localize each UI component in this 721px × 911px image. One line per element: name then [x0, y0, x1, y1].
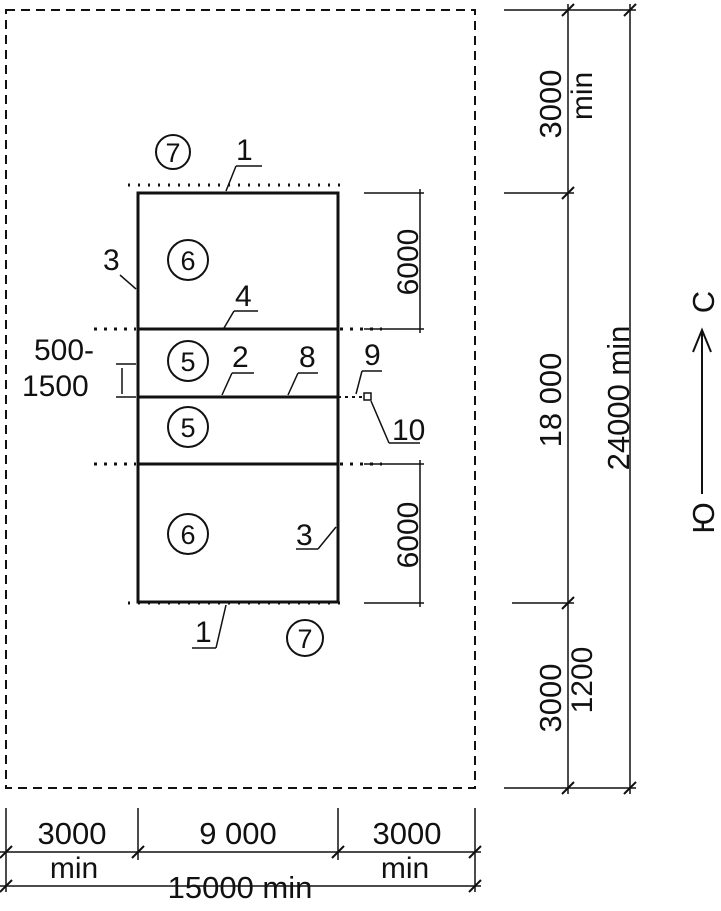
callout-9-leader	[355, 370, 363, 395]
bottom-tick-5	[0, 879, 13, 893]
callout-4-leader	[223, 310, 235, 329]
dim-right-top-min: min	[566, 72, 599, 120]
callout-1-top-leader	[225, 165, 237, 192]
callout-1-top: 1	[236, 134, 253, 167]
net-offset-label-a: 500-	[34, 334, 94, 367]
callout-3-right-leader	[317, 526, 337, 550]
dim-tick-4	[561, 781, 575, 795]
bottom-tick-3	[331, 845, 345, 859]
bottom-tick-1	[0, 845, 13, 859]
zone-5-label-bottom: 5	[180, 413, 195, 443]
callout-3-left-leader	[119, 274, 137, 290]
callout-3-left: 3	[103, 244, 120, 277]
zone-7-label-bottom: 7	[297, 624, 312, 654]
callout-3-right: 3	[296, 519, 313, 552]
free-zone-boundary	[5, 9, 476, 789]
zone-6-label-bottom: 6	[180, 520, 195, 550]
dim-right-bottom-text: 3000	[533, 664, 568, 733]
zone-6-label-top: 6	[180, 246, 195, 276]
dim-court-length-text: 18 000	[533, 353, 568, 448]
zone-upper-dim-text: 6000	[392, 229, 425, 296]
south-label: Ю	[686, 502, 721, 533]
bottom-left-min: min	[50, 852, 98, 885]
dim-tick-5	[623, 3, 637, 17]
callout-2: 2	[232, 341, 249, 374]
dim-tick-6	[623, 781, 637, 795]
callout-1-bottom: 1	[195, 616, 212, 649]
callout-10: 10	[392, 414, 425, 447]
callout-4: 4	[235, 280, 252, 313]
north-label: С	[686, 291, 721, 313]
bottom-tick-4	[468, 845, 482, 859]
zone-6-circle-top	[167, 239, 209, 281]
zone-lower-dim-text: 6000	[392, 502, 425, 569]
bottom-tick-6	[468, 879, 482, 893]
net-post	[363, 392, 372, 401]
bottom-mid-text: 9 000	[199, 816, 277, 851]
bottom-right-min: min	[381, 852, 429, 885]
zone-7-circle-top	[155, 134, 191, 170]
zone-5-circle-bottom	[167, 406, 209, 448]
zone-7-circle-bottom	[286, 619, 324, 657]
bottom-right-text: 3000	[373, 816, 442, 851]
dim-right-top-text: 3000	[533, 70, 568, 139]
bottom-left-text: 3000	[38, 816, 107, 851]
orientation-arrowhead	[692, 327, 712, 353]
bottom-tick-2	[131, 845, 145, 859]
dim-tick-1	[561, 3, 575, 17]
zone-5-label-top: 5	[180, 347, 195, 377]
callout-10-leader	[370, 400, 390, 444]
callout-8-leader	[287, 372, 299, 396]
dim-total-length-text: 24000 min	[601, 326, 636, 471]
callout-9: 9	[364, 339, 381, 372]
zone-7-label-top: 7	[165, 138, 180, 168]
net-offset-label-b: 1500	[22, 370, 89, 403]
callout-1-bottom-leader	[215, 604, 227, 649]
dim-tick-3	[561, 596, 575, 610]
total-width-text: 15000 min	[168, 870, 313, 905]
dim-tick-2	[561, 186, 575, 200]
zone-6-circle-bottom	[167, 513, 209, 555]
callout-2-leader	[221, 372, 233, 396]
dim-right-bottom-sub: 1200	[566, 647, 599, 714]
callout-8: 8	[299, 341, 316, 374]
zone-5-circle-top	[167, 340, 209, 382]
